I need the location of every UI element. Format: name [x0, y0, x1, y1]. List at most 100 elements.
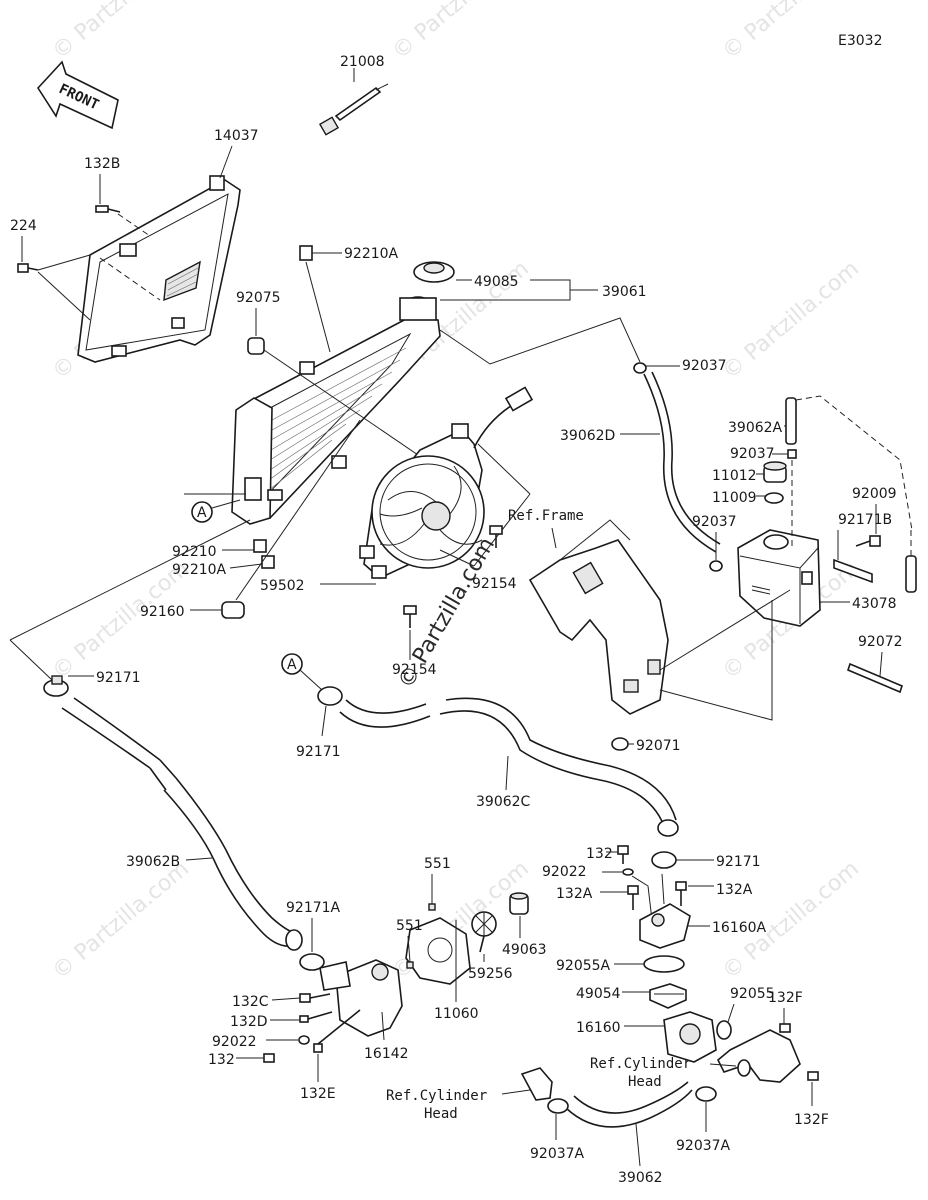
part-label-16160: 16160: [576, 1020, 621, 1036]
hose-39062C: [339, 697, 679, 837]
part-label-92210A-top: 92210A: [344, 246, 399, 262]
part-label-39062A: 39062A: [728, 420, 783, 436]
part-label-92055A: 92055A: [556, 958, 611, 974]
part-label-59256: 59256: [468, 966, 513, 982]
part-label-11012: 11012: [712, 468, 757, 484]
clip-92210A-top: [299, 245, 313, 261]
callout-marker: A: [287, 657, 297, 673]
part-label-11009: 11009: [712, 490, 757, 506]
ref-cylinder-head-right-1: Ref.Cylinder: [590, 1056, 691, 1072]
part-label-39062: 39062: [618, 1170, 663, 1186]
o-ring-92055: [716, 1020, 732, 1040]
ref-cylinder-head-left-2: Head: [424, 1106, 458, 1122]
part-label-132E: 132E: [300, 1086, 336, 1102]
part-label-92160: 92160: [140, 604, 185, 620]
part-label-92171-mid: 92171: [296, 744, 341, 760]
part-label-49085: 49085: [474, 274, 519, 290]
part-label-92171A: 92171A: [286, 900, 341, 916]
part-label-132-tstat: 132: [586, 846, 613, 862]
hose-39062D: [643, 371, 721, 553]
bolt-132F-top: [779, 1023, 791, 1033]
bolt-132E: [313, 1009, 361, 1053]
hose-clamp-92171-left: [43, 675, 69, 697]
bolt-132A-left: [627, 885, 639, 910]
grommet-92160: [221, 601, 245, 619]
part-label-43078: 43078: [852, 596, 897, 612]
part-label-92071: 92071: [636, 738, 681, 754]
watermark: © Partzilla.com: [48, 0, 194, 65]
ref-cylinder-head-left-1: Ref.Cylinder: [386, 1088, 487, 1104]
part-label-49063: 49063: [502, 942, 547, 958]
part-label-59502: 59502: [260, 578, 305, 594]
part-label-92037A-left: 92037A: [530, 1146, 585, 1162]
tank-cap: [763, 461, 787, 483]
part-label-551-top: 551: [424, 856, 451, 872]
part-label-92210: 92210: [172, 544, 217, 560]
bolt-132D: [299, 1011, 333, 1023]
part-label-92037A-right: 92037A: [676, 1138, 731, 1154]
cylinder-head-fitting: [520, 1067, 553, 1101]
part-label-92075: 92075: [236, 290, 281, 306]
part-label-132F-bot: 132F: [794, 1112, 829, 1128]
watermark: © Partzilla.com: [718, 256, 864, 384]
washer-92022-tstat: [622, 868, 634, 876]
bolt-92154-b: [403, 605, 417, 628]
part-label-132F-top: 132F: [768, 990, 803, 1006]
ref-cylinder-head-right-2: Head: [628, 1074, 662, 1090]
thermostat-cover: [639, 873, 691, 949]
part-label-92022-tstat: 92022: [542, 864, 587, 880]
band-92171B: [833, 558, 873, 584]
part-label-39061: 39061: [602, 284, 647, 300]
front-arrow-icon: FRONT: [36, 60, 119, 130]
part-label-39062B: 39062B: [126, 854, 180, 870]
fan-switch-sensor: [318, 68, 389, 136]
part-label-21008: 21008: [340, 54, 385, 70]
radiator-guard: [77, 175, 241, 363]
part-label-39062D: 39062D: [560, 428, 615, 444]
bolt-132-pump: [263, 1053, 275, 1063]
bolt-132-tstat: [617, 845, 629, 864]
hose-39062: [565, 1081, 693, 1128]
tank-cap-seal: [764, 492, 784, 504]
bolt-132B: [95, 205, 121, 213]
part-label-11060: 11060: [434, 1006, 479, 1022]
clamp-92037-mid: [709, 560, 723, 572]
o-ring-92055A: [643, 955, 685, 973]
part-label-92171-left: 92171: [96, 670, 141, 686]
cooling-fan: [359, 386, 534, 579]
radiator: [231, 296, 441, 525]
hose-39062B: [61, 697, 303, 951]
thermostat-housing: [663, 1011, 717, 1063]
part-label-132-pump: 132: [208, 1052, 235, 1068]
part-label-132B: 132B: [84, 156, 120, 172]
screw-92009: [855, 535, 881, 547]
part-label-39062C: 39062C: [476, 794, 531, 810]
washer-92022-pump: [298, 1035, 310, 1045]
part-label-224: 224: [10, 218, 37, 234]
clamp-92037-tank: [787, 449, 797, 459]
part-label-92037-tank: 92037: [730, 446, 775, 462]
screw-224: [17, 263, 39, 273]
clip-92210A-low: [261, 555, 275, 569]
hose-clamp-92171-mid: [317, 686, 343, 706]
clip-92210: [253, 539, 267, 553]
radiator-cap: [413, 261, 455, 283]
thermostat: [649, 983, 687, 1009]
hose-clamp-92171A: [299, 953, 325, 971]
ref-frame: Ref.Frame: [508, 508, 584, 524]
part-label-92072: 92072: [858, 634, 903, 650]
diagram-code: E3032: [838, 33, 882, 49]
part-label-92055: 92055: [730, 986, 775, 1002]
clamp-92037-top: [633, 362, 647, 374]
part-label-551-low: 551: [396, 918, 423, 934]
part-label-16160A: 16160A: [712, 920, 767, 936]
bolt-132A-right: [675, 881, 687, 906]
callout-marker: A: [197, 505, 207, 521]
frame-bracket: [528, 519, 669, 715]
part-label-92037-top: 92037: [682, 358, 727, 374]
hose-39062A: [785, 397, 797, 445]
water-outlet-pipe: [717, 1029, 801, 1083]
part-label-92210A-low: 92210A: [172, 562, 227, 578]
bolt-132C: [299, 993, 331, 1003]
